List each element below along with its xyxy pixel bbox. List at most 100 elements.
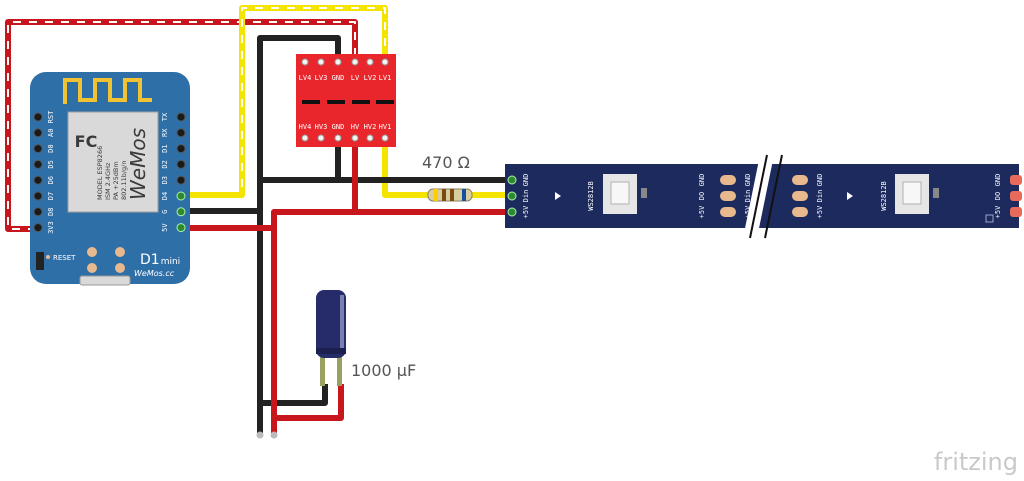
strip-corner-mark [985,214,994,223]
strip-labels: GND Din +5V WS2812B GND DO +5V GND Din +5V WS2812B… [522,174,1002,219]
d1mini-left-pin-label: D0 [47,144,55,152]
fc-mark: FC [75,132,98,151]
shield-model-label: MODEL ESP8266 [96,146,104,200]
strip-out-pin-label: GND [994,174,1002,187]
d1mini-right-pin-label: TX [161,112,169,121]
d1mini-right-pin [176,207,186,217]
level-shifter-bottom-label: HV4 [299,123,312,131]
led-1 [603,174,647,214]
d1mini-right-pin-label: D3 [161,176,169,184]
strip-in-pin-label: +5V [522,205,530,218]
resistor [427,188,473,202]
d1mini-right-pin [176,128,186,138]
wire-lv1 [183,5,388,198]
fritzing-watermark: fritzing [934,448,1018,476]
d1mini-left-pin [33,207,43,217]
d1mini-left-pin-label: D6 [47,176,55,184]
d1mini-left-pin [33,128,43,138]
d1mini-left-pin-label: D5 [47,160,55,168]
level-shifter-top-pin [381,58,389,66]
strip-out-pin-label: GND [698,174,706,187]
usb-connector [79,275,131,286]
level-shifter-pins [301,58,389,142]
shield-line-2: PA +25dBm [112,161,120,200]
d1mini-left-pin [33,175,43,185]
d1mini-right-pin-label: G [161,210,169,214]
data-arrow-2 [847,192,853,200]
level-shifter-bottom-pin [301,134,309,142]
d1mini-left-pin-label: D7 [47,192,55,200]
level-shifter-bottom-label: HV1 [379,123,392,131]
level-shifter-top-label: LV2 [364,74,377,82]
level-shifter-top-label: LV4 [299,74,312,82]
reset-dot [46,255,50,259]
wire-5v [183,138,512,435]
d1mini-left-pin [33,159,43,169]
strip-out-pin-label: DO [698,192,706,200]
strip-chip-label: WS2812B [587,181,595,211]
level-shifter-top-pin [351,58,359,66]
level-shifter-dashes [302,100,394,104]
led-2 [895,174,939,214]
strip-in-pin-label: Din [522,190,530,203]
level-shifter-bottom-pin [381,134,389,142]
shield-line-1: ISM 2.4GHz [104,162,112,200]
data-arrow-1 [555,192,561,200]
level-shifter-bottom-label: GND [332,123,345,131]
level-shifter-top-pin [317,58,325,66]
level-shifter-top-pin [334,58,342,66]
shield-brand-logo: WeMos [126,128,150,200]
d1mini-right-pin-label: RX [161,128,169,137]
d1mini-left-pin-label: A0 [47,129,55,137]
d1mini-left-pin [33,112,43,122]
strip-out-pin-label: +5V [994,205,1002,218]
strip-joint-pin-label: Din [744,190,752,203]
d1mini-left-pin [33,223,43,233]
reset-button [36,252,44,270]
reset-label: RESET [53,254,76,262]
strip-joint-pin-label: +5V [744,205,752,218]
strip-in-pin-label: GND [522,174,530,187]
resistor-label: 470 Ω [422,153,470,172]
wires [5,5,512,439]
bottom-pads [87,247,125,273]
level-shifter-top-pin [301,58,309,66]
d1mini-right-pin [176,159,186,169]
d1mini-right-pin-label: D4 [161,192,169,200]
d1mini-board: FC MODEL ESP8266 ISM 2.4GHz PA +25dBm 80… [30,72,190,286]
level-shifter-bottom-pin [334,134,342,142]
strip-in-pin-label: GND [816,174,824,187]
strip-in-pin-label: Din [816,190,824,203]
level-shifter-bottom-pin [317,134,325,142]
d1mini-left-pin [33,191,43,201]
board-site: WeMos.cc [134,269,175,278]
led-strip: GND Din +5V WS2812B GND DO +5V GND Din +5V WS2812B… [505,154,1022,239]
d1mini-left-pin-label: RST [47,110,55,123]
d1mini-left-pin-label: 3V3 [47,221,55,234]
level-shifter-bottom-label: HV3 [315,123,328,131]
capacitor-label: 1000 µF [351,361,416,380]
strip-chip-label: WS2812B [880,181,888,211]
capacitor [316,290,346,386]
wire-3v3-loop [5,19,358,232]
d1mini-left-pin-label: D8 [47,208,55,216]
d1mini-right-pin [176,112,186,122]
shield-line-3: 802.11b/g/n [120,161,128,201]
d1mini-right-pin [176,223,186,233]
strip-out-pin-label: DO [994,192,1002,200]
strip-joint-pin-label: GND [744,174,752,187]
esp8266-shield [67,111,159,213]
board-name: D1mini [140,252,180,268]
d1mini-right-pin-label: D1 [161,144,169,152]
d1mini-left-pin [33,144,43,154]
level-shifter-top-pin [366,58,374,66]
strip-end-pads [1010,175,1022,217]
d1mini-pins [33,112,186,233]
d1mini-right-pin [176,144,186,154]
